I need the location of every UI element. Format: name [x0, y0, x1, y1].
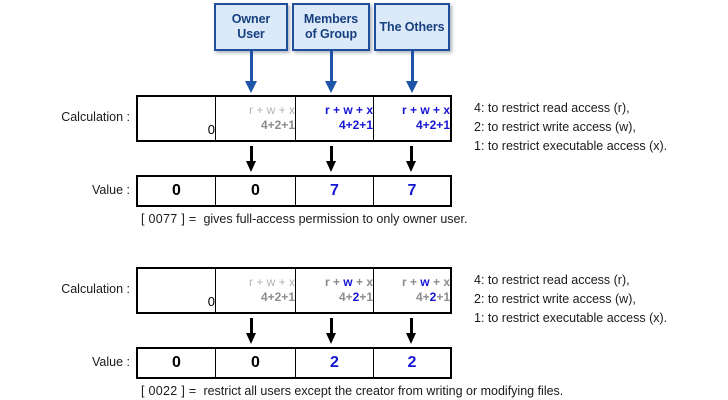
caption-block-0077: [ 0077 ] = gives full-access permission … [141, 212, 467, 226]
caption-block-0022: [ 0022 ] = restrict all users except the… [141, 384, 563, 398]
blue-arrow-stem [411, 51, 414, 83]
calculation-grid-block-0077: 0 r + w + x 4+2+1 r + w + x 4+2+1 r + w … [136, 95, 452, 142]
blue-arrow-stem [250, 51, 253, 83]
black-arrow-head [406, 161, 416, 172]
caption-code-0022: [ 0022 ] = [141, 384, 197, 398]
blue-arrow-head [406, 81, 418, 93]
black-arrow-head [246, 161, 256, 172]
calculation-label-block-0022: Calculation : [61, 282, 130, 296]
caption-text-0077: gives full-access permission to only own… [203, 212, 468, 226]
legend-line-executable: 1: to restrict executable access (x). [474, 311, 668, 325]
calc-cell-members-of-group: r + w + x 4+2+1 [296, 269, 374, 312]
black-arrow-stem [250, 318, 253, 335]
value-cell-none: 0 [138, 349, 216, 377]
caption-text-0022: restrict all users except the creator fr… [203, 384, 564, 398]
black-arrow-head [326, 161, 336, 172]
legend-line-read: 4: to restrict read access (r), [474, 101, 630, 115]
black-arrow-stem [410, 146, 413, 163]
legend-block-0077: 4: to restrict read access (r), 2: to re… [474, 99, 667, 156]
actor-box-members-of-group[interactable]: Members of Group [292, 3, 370, 51]
actor-box-owner-user[interactable]: Owner User [214, 3, 288, 51]
calc-numbers: 4+2+1 [338, 289, 373, 304]
calc-cell-none-value: 0 [207, 122, 215, 137]
value-cell-none: 0 [138, 177, 216, 205]
calc-cell-owner-user: r + w + x 4+2+1 [216, 97, 296, 140]
calc-cell-the-others: r + w + x 4+2+1 [374, 269, 450, 312]
calc-letters: r + w + x [248, 274, 295, 289]
calc-cell-owner-user: r + w + x 4+2+1 [216, 269, 296, 312]
value-cell-owner-user: 0 [216, 349, 296, 377]
blue-arrow-the-others [406, 51, 418, 93]
black-arrow-stem [410, 318, 413, 335]
calc-numbers: 4+2+1 [338, 117, 373, 132]
value-grid-block-0022: 0 0 2 2 [136, 347, 452, 379]
calc-cell-none-value: 0 [207, 294, 215, 309]
blue-arrow-stem [330, 51, 333, 83]
actor-boxes-row: Owner User Members of Group The Others [0, 3, 728, 53]
black-arrow-members-of-group-block-0022 [326, 318, 337, 345]
legend-line-executable: 1: to restrict executable access (x). [474, 139, 668, 153]
actor-box-the-others-line1: The Others [379, 19, 445, 34]
black-arrow-members-of-group-block-0077 [326, 146, 337, 173]
black-arrow-head [326, 333, 336, 344]
value-label-block-0077: Value : [92, 183, 130, 197]
calc-letters: r + w + x [248, 102, 295, 117]
value-cell-the-others: 2 [374, 349, 450, 377]
calc-cell-members-of-group: r + w + x 4+2+1 [296, 97, 374, 140]
blue-arrow-members-of-group [325, 51, 337, 93]
calc-cell-none: 0 [138, 97, 216, 140]
black-arrow-owner-user-block-0077 [246, 146, 257, 173]
black-arrow-the-others-block-0022 [406, 318, 417, 345]
value-grid-block-0077: 0 0 7 7 [136, 175, 452, 207]
black-arrow-stem [330, 318, 333, 335]
calc-numbers: 4+2+1 [260, 117, 295, 132]
value-cell-the-others: 7 [374, 177, 450, 205]
calculation-label-block-0077: Calculation : [61, 110, 130, 124]
calc-letters: r + w + x [324, 102, 373, 117]
actor-box-owner-user-line1: Owner [231, 12, 271, 26]
value-cell-owner-user: 0 [216, 177, 296, 205]
actor-box-owner-user-line2: User [237, 27, 265, 41]
blue-arrow-head [245, 81, 257, 93]
legend-line-write: 2: to restrict write access (w), [474, 292, 636, 306]
calc-cell-the-others: r + w + x 4+2+1 [374, 97, 450, 140]
actor-box-members-of-group-line1: Members [303, 12, 359, 26]
value-label-block-0022: Value : [92, 355, 130, 369]
black-arrow-head [406, 333, 416, 344]
calc-numbers: 4+2+1 [415, 117, 450, 132]
blue-arrow-head [325, 81, 337, 93]
legend-line-read: 4: to restrict read access (r), [474, 273, 630, 287]
calc-letters: r + w + x [401, 274, 450, 289]
value-cell-members-of-group: 2 [296, 349, 374, 377]
calculation-grid-block-0022: 0 r + w + x 4+2+1 r + w + x 4+2+1 r + w … [136, 267, 452, 314]
calc-letters: r + w + x [324, 274, 373, 289]
blue-arrow-owner-user [245, 51, 257, 93]
black-arrow-head [246, 333, 256, 344]
calc-letters: r + w + x [401, 102, 450, 117]
caption-code-0077: [ 0077 ] = [141, 212, 197, 226]
calc-numbers: 4+2+1 [415, 289, 450, 304]
legend-block-0022: 4: to restrict read access (r), 2: to re… [474, 271, 667, 328]
black-arrow-owner-user-block-0022 [246, 318, 257, 345]
black-arrow-stem [330, 146, 333, 163]
actor-box-members-of-group-line2: of Group [305, 27, 357, 41]
calc-numbers: 4+2+1 [260, 289, 295, 304]
actor-box-the-others[interactable]: The Others [374, 3, 450, 51]
black-arrow-stem [250, 146, 253, 163]
black-arrow-the-others-block-0077 [406, 146, 417, 173]
calc-cell-none: 0 [138, 269, 216, 312]
legend-line-write: 2: to restrict write access (w), [474, 120, 636, 134]
value-cell-members-of-group: 7 [296, 177, 374, 205]
